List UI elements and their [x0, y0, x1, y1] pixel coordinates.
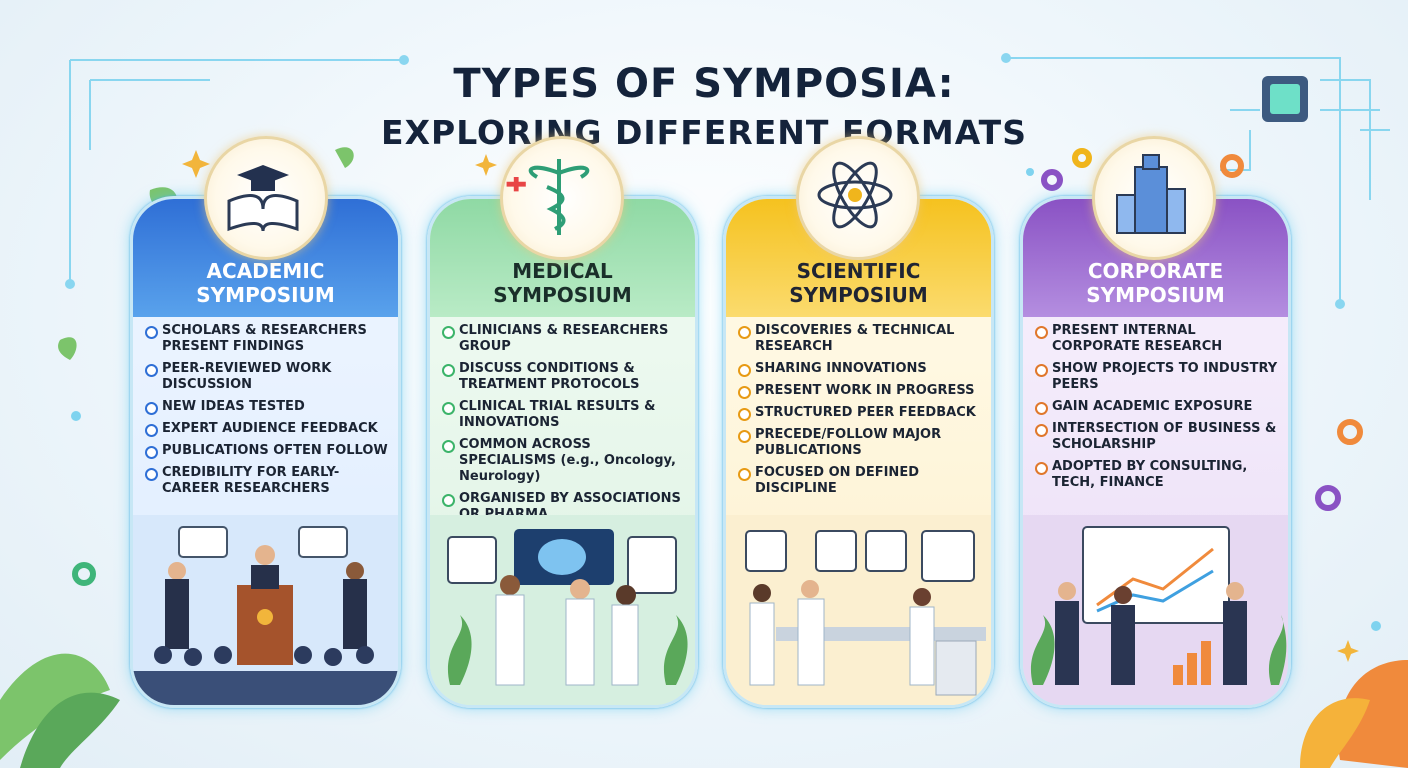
list-item: STRUCTURED PEER FEEDBACK	[738, 405, 984, 421]
list-item: NEW IDEAS TESTED	[145, 399, 391, 415]
list-item: CREDIBILITY FOR EARLY-CAREER RESEARCHERS	[145, 465, 391, 497]
graduation-book-icon	[204, 136, 328, 260]
laboratory-illustration	[726, 515, 991, 705]
bullet-icon	[442, 326, 455, 339]
bullet-icon	[738, 408, 751, 421]
bullet-icon	[145, 364, 158, 377]
list-item: EXPERT AUDIENCE FEEDBACK	[145, 421, 391, 437]
lecture-hall-illustration	[133, 515, 398, 705]
business-presentation-illustration	[1023, 515, 1288, 705]
bullet-icon	[145, 326, 158, 339]
corporate-heading: CORPORATE SYMPOSIUM	[1086, 259, 1225, 307]
list-item: SHOW PROJECTS TO INDUSTRY PEERS	[1035, 361, 1281, 393]
caduceus-icon	[500, 136, 624, 260]
scientific-list: DISCOVERIES & TECHNICAL RESEARCH SHARING…	[738, 323, 984, 503]
list-item: CLINICAL TRIAL RESULTS & INNOVATIONS	[442, 399, 688, 431]
page-title: TYPES OF SYMPOSIA:	[453, 60, 955, 107]
page-subtitle: EXPLORING DIFFERENT FORMATS	[381, 113, 1027, 153]
bullet-icon	[442, 402, 455, 415]
bullet-icon	[1035, 424, 1048, 437]
bullet-icon	[738, 326, 751, 339]
list-item: GAIN ACADEMIC EXPOSURE	[1035, 399, 1281, 415]
bullet-icon	[145, 468, 158, 481]
bullet-icon	[145, 446, 158, 459]
bullet-icon	[1035, 364, 1048, 377]
list-item: DISCOVERIES & TECHNICAL RESEARCH	[738, 323, 984, 355]
bullet-icon	[1035, 462, 1048, 475]
list-item: FOCUSED ON DEFINED DISCIPLINE	[738, 465, 984, 497]
medical-card: MEDICAL SYMPOSIUM CLINICIANS & RESEARCHE…	[427, 196, 698, 708]
list-item: ADOPTED BY CONSULTING, TECH, FINANCE	[1035, 459, 1281, 491]
academic-list: SCHOLARS & RESEARCHERS PRESENT FINDINGS …	[145, 323, 391, 503]
list-item: INTERSECTION OF BUSINESS & SCHOLARSHIP	[1035, 421, 1281, 453]
bullet-icon	[1035, 402, 1048, 415]
bullet-icon	[145, 424, 158, 437]
list-item: COMMON ACROSS SPECIALISMS (e.g., Oncolog…	[442, 437, 688, 485]
bullet-icon	[442, 440, 455, 453]
skyscraper-icon	[1092, 136, 1216, 260]
list-item: SHARING INNOVATIONS	[738, 361, 984, 377]
medical-team-illustration	[430, 515, 695, 705]
corporate-list: PRESENT INTERNAL CORPORATE RESEARCH SHOW…	[1035, 323, 1281, 497]
corporate-card: CORPORATE SYMPOSIUM PRESENT INTERNAL COR…	[1020, 196, 1291, 708]
bullet-icon	[1035, 326, 1048, 339]
list-item: PRESENT WORK IN PROGRESS	[738, 383, 984, 399]
bullet-icon	[738, 386, 751, 399]
list-item: SCHOLARS & RESEARCHERS PRESENT FINDINGS	[145, 323, 391, 355]
list-item: DISCUSS CONDITIONS & TREATMENT PROTOCOLS	[442, 361, 688, 393]
atom-icon	[796, 136, 920, 260]
academic-heading: ACADEMIC SYMPOSIUM	[196, 259, 335, 307]
medical-heading: MEDICAL SYMPOSIUM	[493, 259, 632, 307]
bullet-icon	[738, 364, 751, 377]
academic-card: ACADEMIC SYMPOSIUM SCHOLARS & RESEARCHER…	[130, 196, 401, 708]
medical-list: CLINICIANS & RESEARCHERS GROUP DISCUSS C…	[442, 323, 688, 529]
list-item: CLINICIANS & RESEARCHERS GROUP	[442, 323, 688, 355]
list-item: PUBLICATIONS OFTEN FOLLOW	[145, 443, 391, 459]
scientific-heading: SCIENTIFIC SYMPOSIUM	[789, 259, 928, 307]
bullet-icon	[145, 402, 158, 415]
list-item: PRESENT INTERNAL CORPORATE RESEARCH	[1035, 323, 1281, 355]
bullet-icon	[738, 468, 751, 481]
list-item: PRECEDE/FOLLOW MAJOR PUBLICATIONS	[738, 427, 984, 459]
bullet-icon	[738, 430, 751, 443]
bullet-icon	[442, 364, 455, 377]
bullet-icon	[442, 494, 455, 507]
list-item: PEER-REVIEWED WORK DISCUSSION	[145, 361, 391, 393]
scientific-card: SCIENTIFIC SYMPOSIUM DISCOVERIES & TECHN…	[723, 196, 994, 708]
